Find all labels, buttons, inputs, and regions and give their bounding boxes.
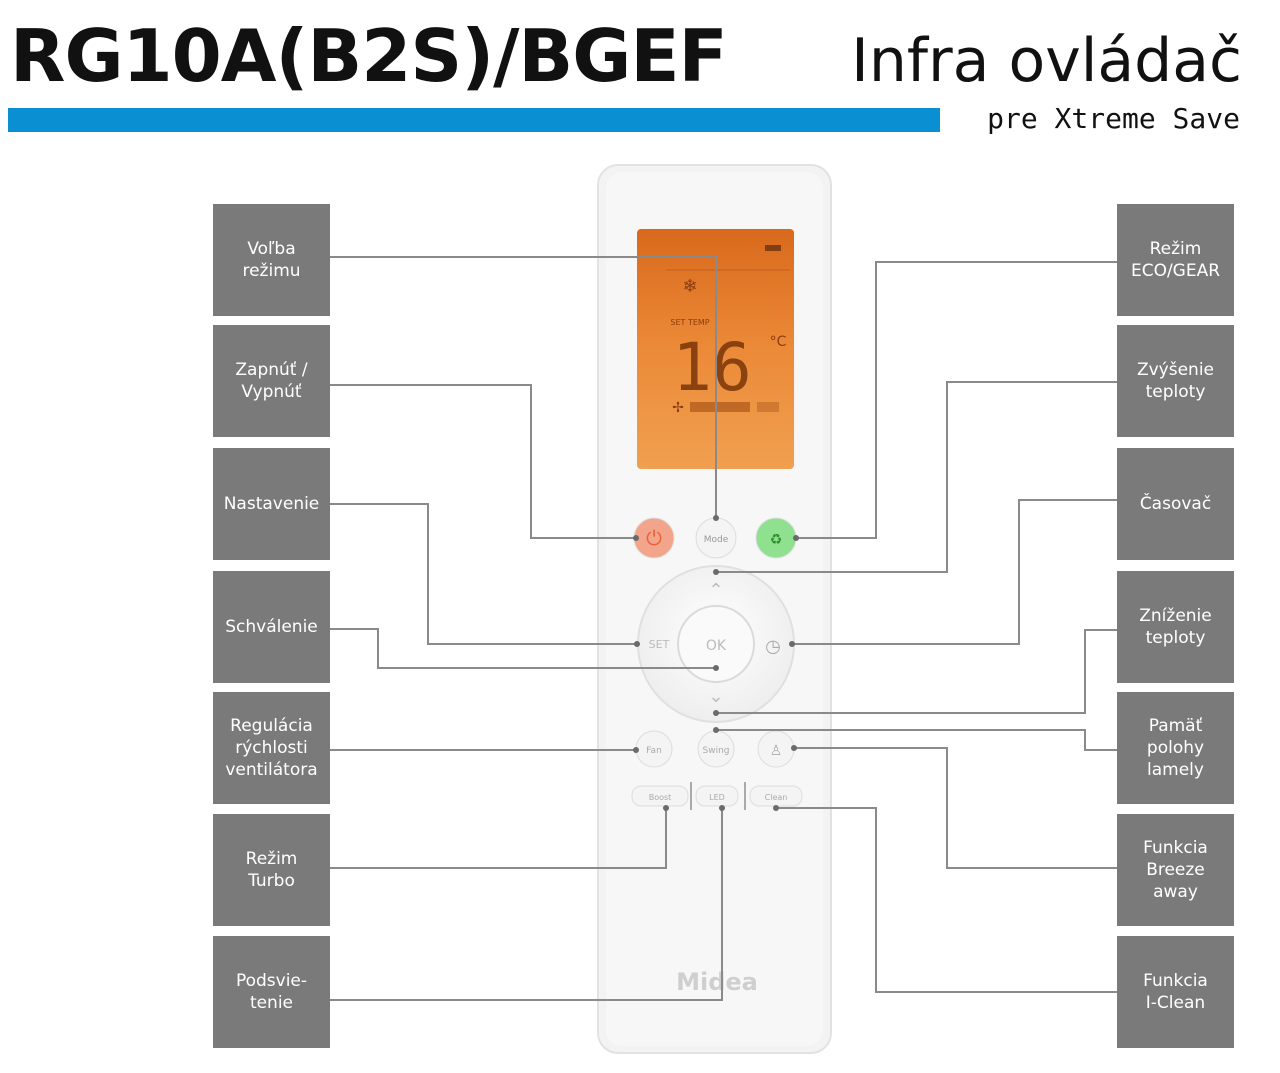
connector-dots: [633, 515, 799, 811]
lcd-snowflake-icon: ❄: [682, 276, 697, 297]
person-icon: ♙: [770, 743, 783, 759]
boost-button: [631, 785, 689, 807]
lcd-temperature: 16: [672, 329, 751, 406]
up-arrow-icon: ⌃: [708, 580, 723, 601]
callout-breeze-away: Funkcia Breeze away: [1117, 814, 1234, 926]
brand-logo: Midea: [676, 968, 758, 996]
set-button-label: SET: [649, 638, 670, 651]
callout-turbo: Režim Turbo: [213, 814, 330, 926]
callout-iclean: Funkcia I-Clean: [1117, 936, 1234, 1048]
product-subtitle: pre Xtreme Save: [987, 102, 1240, 135]
callout-power: Zapnúť / Vypnúť: [213, 325, 330, 437]
mode-button-label: Mode: [704, 535, 729, 545]
model-title: RG10A(B2S)/BGEF: [10, 14, 728, 98]
callout-temp-up: Zvýšenie teploty: [1117, 325, 1234, 437]
lcd-unit: °C: [770, 334, 787, 350]
callout-set: Nastavenie: [213, 448, 330, 560]
callout-timer: Časovač: [1117, 448, 1234, 560]
down-arrow-icon: ⌄: [708, 686, 723, 707]
callout-ok: Schválenie: [213, 571, 330, 683]
ok-button-label: OK: [706, 638, 727, 654]
accent-bar: [8, 108, 940, 132]
ok-button: [677, 605, 755, 683]
power-icon: ⏻: [646, 526, 662, 550]
callout-louver-memory: Pamäť polohy lamely: [1117, 692, 1234, 804]
eco-icon: ♻: [770, 532, 783, 548]
connector-lines-right: [716, 261, 1117, 993]
clean-button-label: Clean: [765, 793, 788, 802]
timer-icon: ◷: [765, 636, 781, 657]
lcd-fan-icon: ✢: [672, 400, 684, 416]
swing-button-label: Swing: [703, 746, 730, 756]
callout-fan-speed: Regulácia rýchlosti ventilátora: [213, 692, 330, 804]
led-button: [695, 785, 739, 807]
callout-temp-down: Zníženie teploty: [1117, 571, 1234, 683]
fan-button-label: Fan: [646, 746, 662, 756]
lcd-settemp-label: SET TEMP: [670, 318, 709, 327]
connector-lines-left: [329, 256, 723, 1001]
callout-mode-select: Voľba režimu: [213, 204, 330, 316]
led-button-label: LED: [709, 793, 725, 802]
boost-button-label: Boost: [649, 793, 672, 802]
callout-backlight: Podsvie- tenie: [213, 936, 330, 1048]
callout-eco-gear: Režim ECO/GEAR: [1117, 204, 1234, 316]
product-title: Infra ovládač: [851, 26, 1242, 96]
